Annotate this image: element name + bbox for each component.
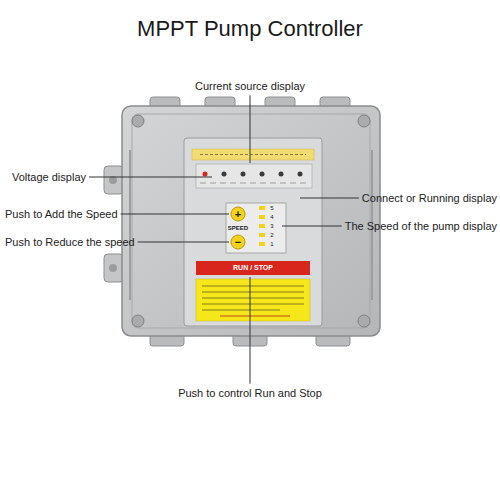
button-sign: − (235, 236, 241, 249)
speed-level: 2 (270, 232, 273, 239)
callout-label: Voltage display (12, 171, 86, 184)
callout-label: Push to Reduce the speed (5, 236, 135, 249)
panel-text: SPEED (228, 225, 248, 232)
button-text: RUN / STOP (233, 264, 273, 272)
leader-line (300, 198, 359, 199)
diagram-title: MPPT Pump Controller (0, 16, 500, 42)
leader-line (89, 177, 212, 178)
speed-level: 4 (270, 214, 273, 221)
leader-line (250, 95, 251, 163)
leader-line (121, 214, 229, 215)
speed-level: 1 (270, 241, 273, 248)
speed-level: 5 (270, 205, 273, 212)
leader-line (282, 226, 342, 227)
leader-line (250, 277, 251, 384)
callout-label: The Speed of the pump display (345, 220, 497, 233)
button-sign: + (235, 208, 241, 221)
callout-label: Push to Add the Speed (5, 208, 118, 221)
leader-line (138, 242, 229, 243)
speed-level: 3 (270, 223, 273, 230)
callout-label: Current source display (195, 80, 305, 93)
callout-label: Connect or Running display (362, 192, 497, 205)
callout-label: Push to control Run and Stop (178, 387, 322, 400)
